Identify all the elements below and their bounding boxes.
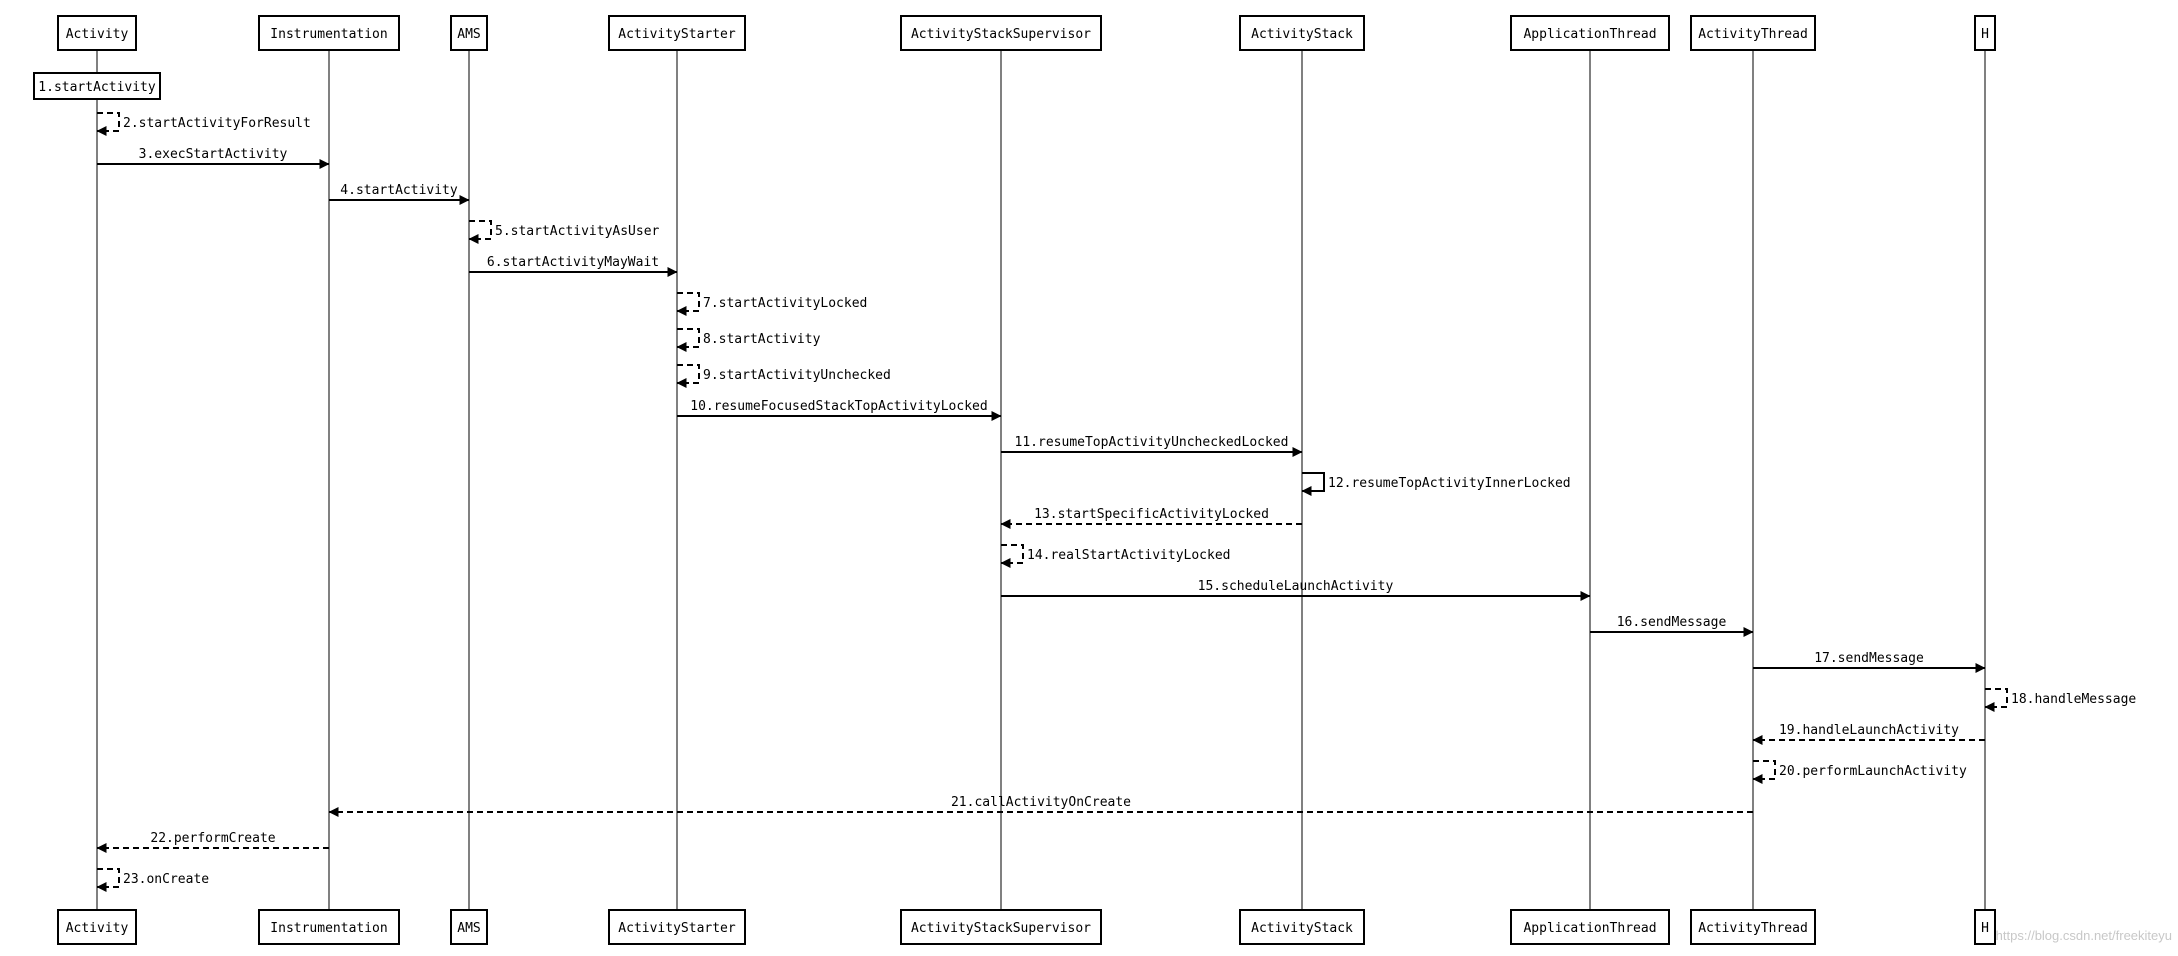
message-label: 23.onCreate [123,872,209,887]
message-9: 9.startActivityUnchecked [676,364,891,388]
participant-label: Instrumentation [270,921,387,936]
participant-label: H [1981,27,1989,42]
participant-label: AMS [457,27,480,42]
message-label: 18.handleMessage [2011,692,2136,707]
message-label: 21.callActivityOnCreate [951,795,1131,810]
participant-box-bottom-applicationthread: ApplicationThread [1510,909,1670,945]
participant-box-bottom-instrumentation: Instrumentation [258,909,400,945]
message-17: 17.sendMessage [1753,651,1986,673]
participant-box-bottom-activitystacksupervisor: ActivityStackSupervisor [900,909,1102,945]
message-15: 15.scheduleLaunchActivity [1001,579,1591,601]
participant-label: ActivityStarter [618,27,736,42]
participant-label: ActivityThread [1698,27,1808,42]
self-call-arrow [676,364,700,388]
message-10: 10.resumeFocusedStackTopActivityLocked [677,399,1002,421]
participant-label: ApplicationThread [1523,921,1656,936]
participant-box-top-instrumentation: Instrumentation [258,15,400,51]
participant-label: Activity [66,27,129,42]
message-23: 23.onCreate [96,868,209,892]
message-5: 5.startActivityAsUser [468,220,660,244]
self-call-arrow [96,112,120,136]
participant-box-bottom-activity: Activity [57,909,137,945]
message-6: 6.startActivityMayWait [469,255,678,277]
message-label: 6.startActivityMayWait [487,255,659,270]
message-label: 3.execStartActivity [139,147,288,162]
participant-box-bottom-activitystack: ActivityStack [1239,909,1365,945]
message-19: 19.handleLaunchActivity [1752,723,1985,745]
message-13: 13.startSpecificActivityLocked [1000,507,1302,529]
participant-box-top-activity: Activity [57,15,137,51]
participant-label: ActivityStackSupervisor [911,921,1091,936]
message-label: 7.startActivityLocked [703,296,867,311]
message-3: 3.execStartActivity [97,147,330,169]
message-label: 12.resumeTopActivityInnerLocked [1328,476,1571,491]
participant-box-top-activitystarter: ActivityStarter [608,15,746,51]
message-label: 19.handleLaunchActivity [1779,723,1959,738]
participant-box-bottom-ams: AMS [450,909,488,945]
message-12: 12.resumeTopActivityInnerLocked [1301,472,1571,496]
self-call-arrow [1000,544,1024,568]
message-4: 4.startActivity [329,183,470,205]
message-16: 16.sendMessage [1590,615,1754,637]
message-7: 7.startActivityLocked [676,292,867,316]
participant-box-bottom-activitythread: ActivityThread [1690,909,1816,945]
participant-box-bottom-activitystarter: ActivityStarter [608,909,746,945]
message-label: 20.performLaunchActivity [1779,764,1967,779]
self-call-arrow [468,220,492,244]
self-call-arrow [1984,688,2008,712]
message-20: 20.performLaunchActivity [1752,760,1967,784]
message-label: 13.startSpecificActivityLocked [1034,507,1269,522]
self-call-arrow [676,328,700,352]
message-21: 21.callActivityOnCreate [328,795,1753,817]
self-call-arrow [1752,760,1776,784]
message-label: 8.startActivity [703,332,821,347]
participant-box-bottom-h: H [1974,909,1996,945]
message-label: 1.startActivity [38,80,156,95]
participant-label: Instrumentation [270,27,387,42]
message-label: 11.resumeTopActivityUncheckedLocked [1015,435,1289,450]
self-call-arrow [1301,472,1325,496]
message-label: 10.resumeFocusedStackTopActivityLocked [690,399,987,414]
message-label: 5.startActivityAsUser [495,224,660,239]
participant-label: ActivityStarter [618,921,736,936]
message-8: 8.startActivity [676,328,821,352]
participant-label: ActivityStack [1251,27,1353,42]
message-label: 9.startActivityUnchecked [703,368,891,383]
message-label: 4.startActivity [340,183,458,198]
message-label: 15.scheduleLaunchActivity [1198,579,1394,594]
participant-box-top-applicationthread: ApplicationThread [1510,15,1670,51]
participant-box-top-h: H [1974,15,1996,51]
message-label: 16.sendMessage [1617,615,1727,630]
participant-label: AMS [457,921,480,936]
self-call-arrow [96,868,120,892]
participant-box-top-ams: AMS [450,15,488,51]
participant-label: ActivityThread [1698,921,1808,936]
participant-label: H [1981,921,1989,936]
watermark-text: https://blog.csdn.net/freekiteyu [1996,928,2172,943]
self-call-arrow [676,292,700,316]
message-1: 1.startActivity [33,72,161,100]
message-2: 2.startActivityForResult [96,112,311,136]
participant-label: ApplicationThread [1523,27,1656,42]
participant-box-top-activitythread: ActivityThread [1690,15,1816,51]
participant-box-top-activitystacksupervisor: ActivityStackSupervisor [900,15,1102,51]
message-18: 18.handleMessage [1984,688,2136,712]
participant-label: ActivityStack [1251,921,1353,936]
participant-label: ActivityStackSupervisor [911,27,1091,42]
message-11: 11.resumeTopActivityUncheckedLocked [1001,435,1303,457]
participant-label: Activity [66,921,129,936]
message-label: 22.performCreate [150,831,275,846]
message-label: 17.sendMessage [1814,651,1924,666]
message-label: 2.startActivityForResult [123,116,311,131]
message-22: 22.performCreate [96,831,329,853]
note-box [33,72,161,100]
message-label: 14.realStartActivityLocked [1027,548,1231,563]
participant-box-top-activitystack: ActivityStack [1239,15,1365,51]
message-14: 14.realStartActivityLocked [1000,544,1231,568]
